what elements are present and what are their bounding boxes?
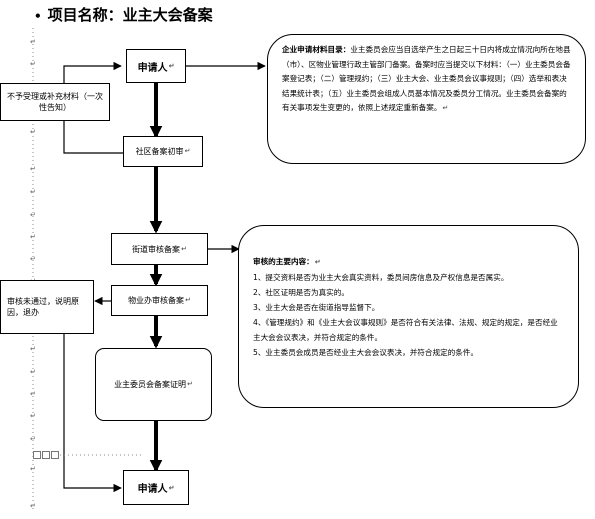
review-item: 2、社区证明是否为真实的。 xyxy=(253,288,349,297)
return-mark: ↵ xyxy=(184,147,191,155)
arrow-notaccepted-to-applicant xyxy=(63,61,122,83)
return-mark: ↵ xyxy=(187,380,193,388)
node-community-review: 社区备案初审↵ xyxy=(123,136,203,167)
return-mark: ↵ xyxy=(30,211,36,219)
title-text: 项目名称：业主大会备案 xyxy=(47,6,213,24)
return-mark: ↵ xyxy=(30,38,36,46)
return-mark: ↵ xyxy=(30,188,36,196)
return-mark: ↵ xyxy=(181,244,187,253)
review-item: 5、业主委员会成员是否经业主大会会议表决，并符合规定的条件。 xyxy=(253,348,479,357)
review-item: 4、《管理规约》和《业主大会议事规则》是否符合有关法律、法规、规定的规定，是否经… xyxy=(253,318,558,342)
bullet-icon: • xyxy=(34,9,42,23)
return-mark: ↵ xyxy=(30,502,36,510)
return-mark: ↵ xyxy=(168,62,175,70)
node-street-review: 街道审核备案↵ xyxy=(111,233,208,265)
review-content-box: 审核的主要内容：↵ 1、提交资料是否为业主大会真实资料，委员间房信息及产权信息是… xyxy=(238,225,579,408)
review-heading: 审核的主要内容：↵ xyxy=(253,257,321,266)
return-mark: ↵ xyxy=(30,390,36,398)
return-mark: ↵ xyxy=(30,435,36,443)
return-mark: ↵ xyxy=(442,104,449,112)
return-mark: ↵ xyxy=(30,60,36,68)
return-mark: ↵ xyxy=(30,165,36,173)
line-community-to-notaccepted xyxy=(63,120,123,154)
materials-heading: 企业申请材料目录： xyxy=(282,45,351,54)
node-review-failed: 审核未通过，说明原因，退办 xyxy=(0,280,94,334)
return-mark: ↵ xyxy=(30,128,36,136)
node-not-accepted: 不予受理或补充材料（一次性告知） xyxy=(0,83,110,121)
node-property-office-review: 物业办审核备案↵ xyxy=(111,285,208,316)
node-certificate: 业主委员会备案证明↵ xyxy=(95,348,212,421)
review-item: 3、业主大会是否在街道指导监督下。 xyxy=(253,303,380,312)
materials-body: 业主委员会应当自选举产生之日起三十日内将成立情况向所在地县（市）、区物业管理行政… xyxy=(282,45,571,112)
return-mark: ↵ xyxy=(30,345,36,353)
return-mark: ↵ xyxy=(30,368,36,376)
return-mark: ↵ xyxy=(30,465,36,473)
node-applicant-bottom: 申请人↵ xyxy=(123,470,189,505)
return-mark: ↵ xyxy=(314,258,321,266)
return-mark: ↵ xyxy=(30,255,36,263)
node-applicant-top: 申请人↵ xyxy=(126,49,186,83)
placeholder-square xyxy=(42,451,50,459)
review-item: 1、提交资料是否为业主大会真实资料，委员间房信息及产权信息是否属实。 xyxy=(253,273,509,282)
arrow-failed-to-applicant xyxy=(63,334,122,493)
placeholder-square xyxy=(51,451,59,459)
page-title: • 项目名称：业主大会备案 xyxy=(34,4,213,25)
placeholder-square xyxy=(33,451,41,459)
return-mark: ↵ xyxy=(185,296,191,304)
return-mark: ↵ xyxy=(30,412,36,420)
materials-list-box: 企业申请材料目录：业主委员会应当自选举产生之日起三十日内将成立情况向所在地县（市… xyxy=(267,34,586,164)
return-mark: ↵ xyxy=(30,233,36,241)
return-mark: ↵ xyxy=(168,483,175,492)
